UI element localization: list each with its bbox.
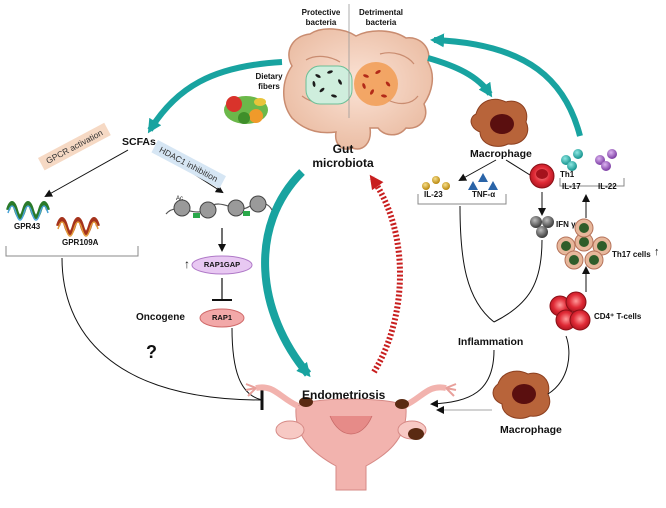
tnf-alpha-label: TNF-α (472, 190, 496, 199)
tnf-alpha-icon (468, 173, 498, 190)
il23-cytokine-icon (422, 176, 450, 190)
th17-up-arrow: ↑ (654, 246, 660, 258)
macrophage-bottom-cell (492, 370, 551, 419)
il-bracket (559, 178, 625, 187)
chromatin-icon (165, 195, 273, 219)
il22-cytokine-icon (595, 149, 617, 171)
il23-label: IL-23 (424, 190, 443, 199)
dietary-fibers-icon (224, 96, 268, 124)
gut-microbiota-label: Gut microbiota (312, 142, 374, 170)
rap1gap-pathway-lines (212, 228, 232, 301)
ifn-gamma-label: IFN γ (556, 220, 576, 229)
macrophage-to-cd4-line (547, 335, 570, 395)
dietary-fibers-label: Dietary fibers (255, 72, 283, 91)
cd4-tcells-label: CD4⁺ T-cells (594, 312, 642, 321)
th1-cell (529, 163, 555, 189)
macrophage-top-cell (470, 98, 529, 147)
gut-illustration (283, 4, 434, 150)
macrophage-top-label: Macrophage (470, 148, 532, 160)
question-mark: ? (146, 342, 157, 362)
acetyl-label: Ac (176, 196, 184, 202)
scfas-label: SCFAs (122, 136, 156, 148)
gpr109a-receptor-icon (56, 217, 100, 237)
left-inhibition-lines (61, 257, 264, 410)
red-dashed-arrow (369, 174, 403, 374)
th17-cells-label: Th17 cells (612, 250, 651, 259)
detrimental-bacteria-label: Detrimental bacteria (358, 8, 403, 27)
teal-flow-arrows (147, 33, 583, 378)
rap1gap-label: RAP1GAP (203, 260, 241, 269)
inflammation-label: Inflammation (458, 336, 524, 348)
rap1gap-pill (191, 255, 253, 275)
cd4-tcells-icon (549, 291, 591, 331)
gpr43-receptor-icon (6, 201, 50, 221)
macrophage-branch-lines (458, 159, 540, 182)
gpr109a-label: GPR109A (62, 238, 99, 247)
il22-label: IL-22 (598, 182, 617, 191)
macrophage-bottom-label: Macrophage (500, 424, 562, 436)
rap1gap-up-arrow: ↑ (184, 257, 190, 271)
uterus-illustration (245, 383, 457, 491)
gpr-bracket (5, 246, 139, 257)
rap1-label: RAP1 (211, 313, 232, 322)
ifn-gamma-icon (530, 216, 554, 238)
gpr43-label: GPR43 (14, 222, 41, 231)
th1-label: Th1 (560, 170, 575, 179)
endometriosis-label: Endometriosis (302, 388, 386, 402)
il17-cytokine-icon (561, 149, 583, 171)
inflammation-lines (430, 205, 543, 408)
th17-cells-icon (556, 218, 612, 270)
il17-label: IL-17 (562, 182, 581, 191)
cytokine-bracket (417, 194, 507, 205)
rap1-pill (199, 308, 245, 328)
oncogene-label: Oncogene (136, 312, 185, 323)
protective-bacteria-label: Protective bacteria (301, 8, 341, 27)
